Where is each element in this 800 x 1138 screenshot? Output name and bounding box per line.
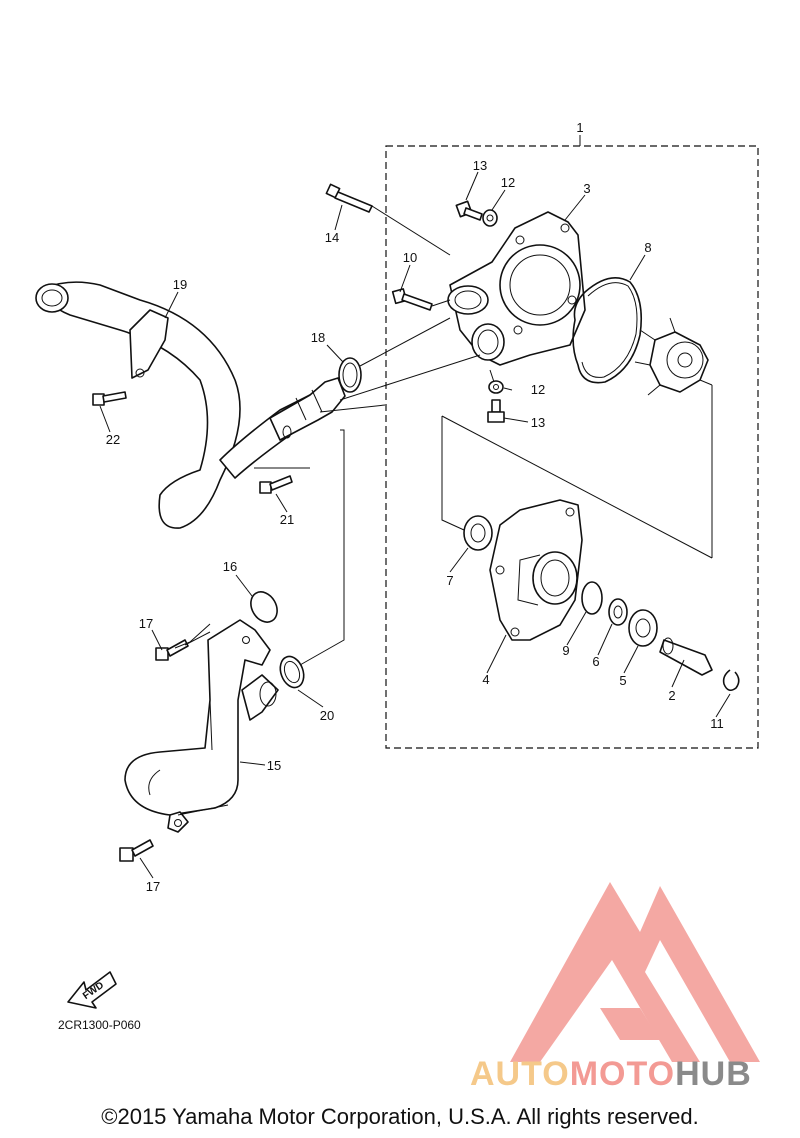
watermark-hub: HUB <box>675 1055 752 1093</box>
o-ring-18 <box>338 357 362 393</box>
assembly-boundary <box>385 145 759 749</box>
pump-cover <box>447 211 586 366</box>
callout-9: 9 <box>562 643 569 658</box>
pump-housing <box>489 499 583 641</box>
bolt-17-bottom <box>119 839 154 862</box>
leader-lines <box>174 205 713 816</box>
bearing-5 <box>628 609 658 647</box>
callout-20: 20 <box>320 708 334 723</box>
callout-10: 10 <box>403 250 417 265</box>
callout-17-top: 17 <box>139 616 153 631</box>
callout-14: 14 <box>325 230 339 245</box>
pipe-joint-upper <box>269 377 346 441</box>
callout-1: 1 <box>576 120 583 135</box>
callout-21: 21 <box>280 512 294 527</box>
callout-5: 5 <box>619 673 626 688</box>
callout-4: 4 <box>482 672 489 687</box>
watermark-moto: MOTO <box>569 1055 676 1093</box>
callout-11: 11 <box>710 716 724 731</box>
bolt-17-top <box>155 639 189 661</box>
bolt-22 <box>92 391 127 406</box>
circlip <box>722 669 740 692</box>
gasket <box>572 276 643 384</box>
callout-12-top: 12 <box>501 175 515 190</box>
o-ring-16 <box>250 591 278 623</box>
o-ring-9 <box>581 581 603 615</box>
oil-seal <box>463 515 493 551</box>
watermark-logo-icon <box>510 882 760 1062</box>
callout-22: 22 <box>106 432 120 447</box>
washer-12-top <box>482 209 498 227</box>
callout-13-top: 13 <box>473 158 487 173</box>
callout-leaders <box>99 171 731 879</box>
pipe-lower <box>124 619 279 833</box>
copyright-notice: ©2015 Yamaha Motor Corporation, U.S.A. A… <box>101 1104 699 1129</box>
callout-7: 7 <box>446 573 453 588</box>
bolt-13-top <box>455 200 483 221</box>
impeller <box>634 317 709 396</box>
bolt-10 <box>391 288 433 311</box>
callout-17-bottom: 17 <box>146 879 160 894</box>
part-code: 2CR1300-P060 <box>58 1018 141 1032</box>
o-ring-20 <box>279 655 305 689</box>
bolt-21 <box>259 475 293 494</box>
callout-6: 6 <box>592 654 599 669</box>
callout-13-bottom: 13 <box>531 415 545 430</box>
watermark-auto: AUTO <box>470 1055 570 1093</box>
callout-16: 16 <box>223 559 237 574</box>
bearing-6 <box>608 598 628 626</box>
callout-3: 3 <box>583 181 590 196</box>
bolt-14 <box>325 183 373 213</box>
bolt-13-bottom <box>487 399 505 423</box>
fwd-arrow-icon: FWD <box>67 971 117 1009</box>
pipe-upper <box>35 281 319 529</box>
callout-2: 2 <box>668 688 675 703</box>
callout-19: 19 <box>173 277 187 292</box>
callout-15: 15 <box>267 758 281 773</box>
watermark-text: AUTOMOTOHUB <box>470 1055 752 1094</box>
callout-8: 8 <box>644 240 651 255</box>
washer-12-bottom <box>488 380 504 394</box>
callout-18: 18 <box>311 330 325 345</box>
callout-12-bottom: 12 <box>531 382 545 397</box>
impeller-shaft <box>659 637 713 676</box>
